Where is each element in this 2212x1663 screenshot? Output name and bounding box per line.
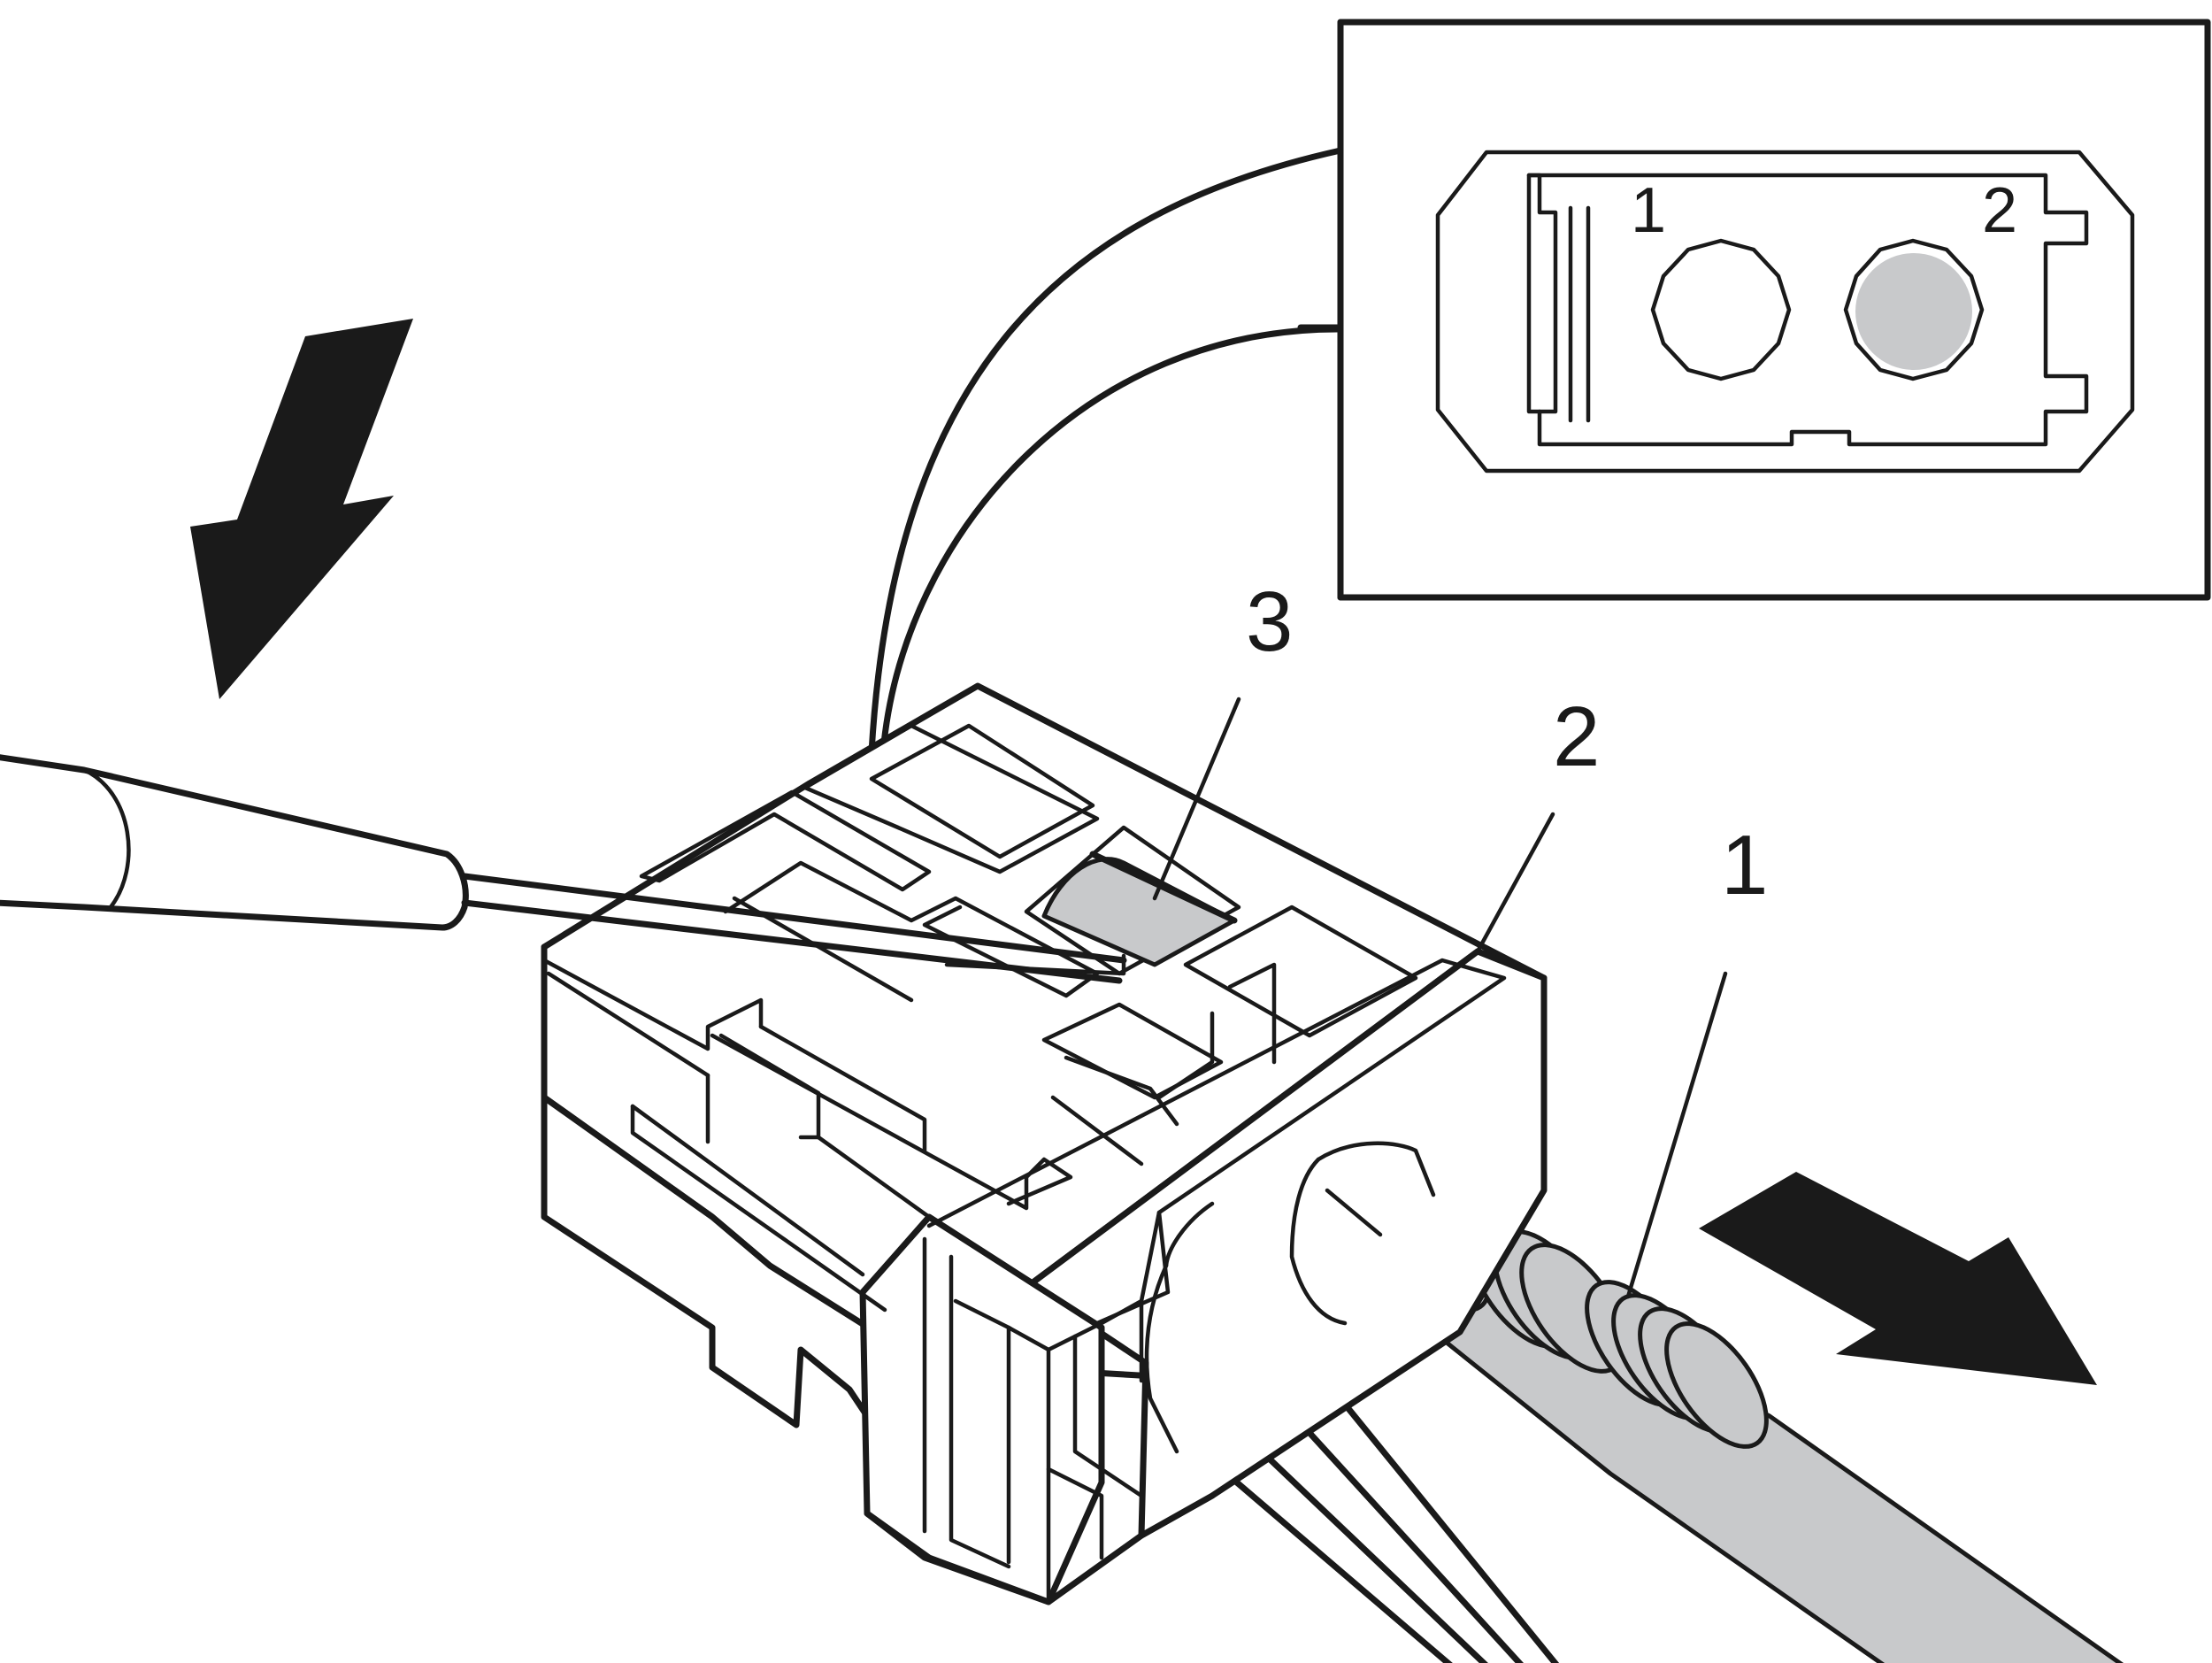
terminal-3-highlight	[1041, 857, 1237, 967]
inset-pin-1-label: 1	[1631, 175, 1666, 246]
inset-detail-panel: 1 2	[1297, 19, 2211, 601]
screwdriver-icon	[0, 754, 1127, 984]
callout-2-label: 2	[1553, 689, 1600, 784]
pin-2-highlight	[1855, 253, 1972, 370]
connector-housing	[541, 682, 1548, 1605]
pin-1-cavity	[1650, 238, 1792, 381]
callout-3-label: 3	[1246, 574, 1293, 669]
pull-out-arrow-icon	[1699, 1172, 2097, 1385]
connector-face	[1435, 150, 2135, 473]
push-down-arrow-icon	[190, 319, 413, 699]
callout-2-leader	[1475, 812, 1555, 954]
callout-3-leader	[1152, 697, 1241, 901]
inset-leader-outer	[868, 147, 1344, 756]
pin-2-cavity	[1843, 238, 1985, 381]
callout-1-label: 1	[1721, 818, 1768, 912]
inset-leader-inner	[879, 326, 1344, 756]
callout-1-leader	[1625, 971, 1728, 1299]
inset-pin-2-label: 2	[1982, 175, 2017, 246]
